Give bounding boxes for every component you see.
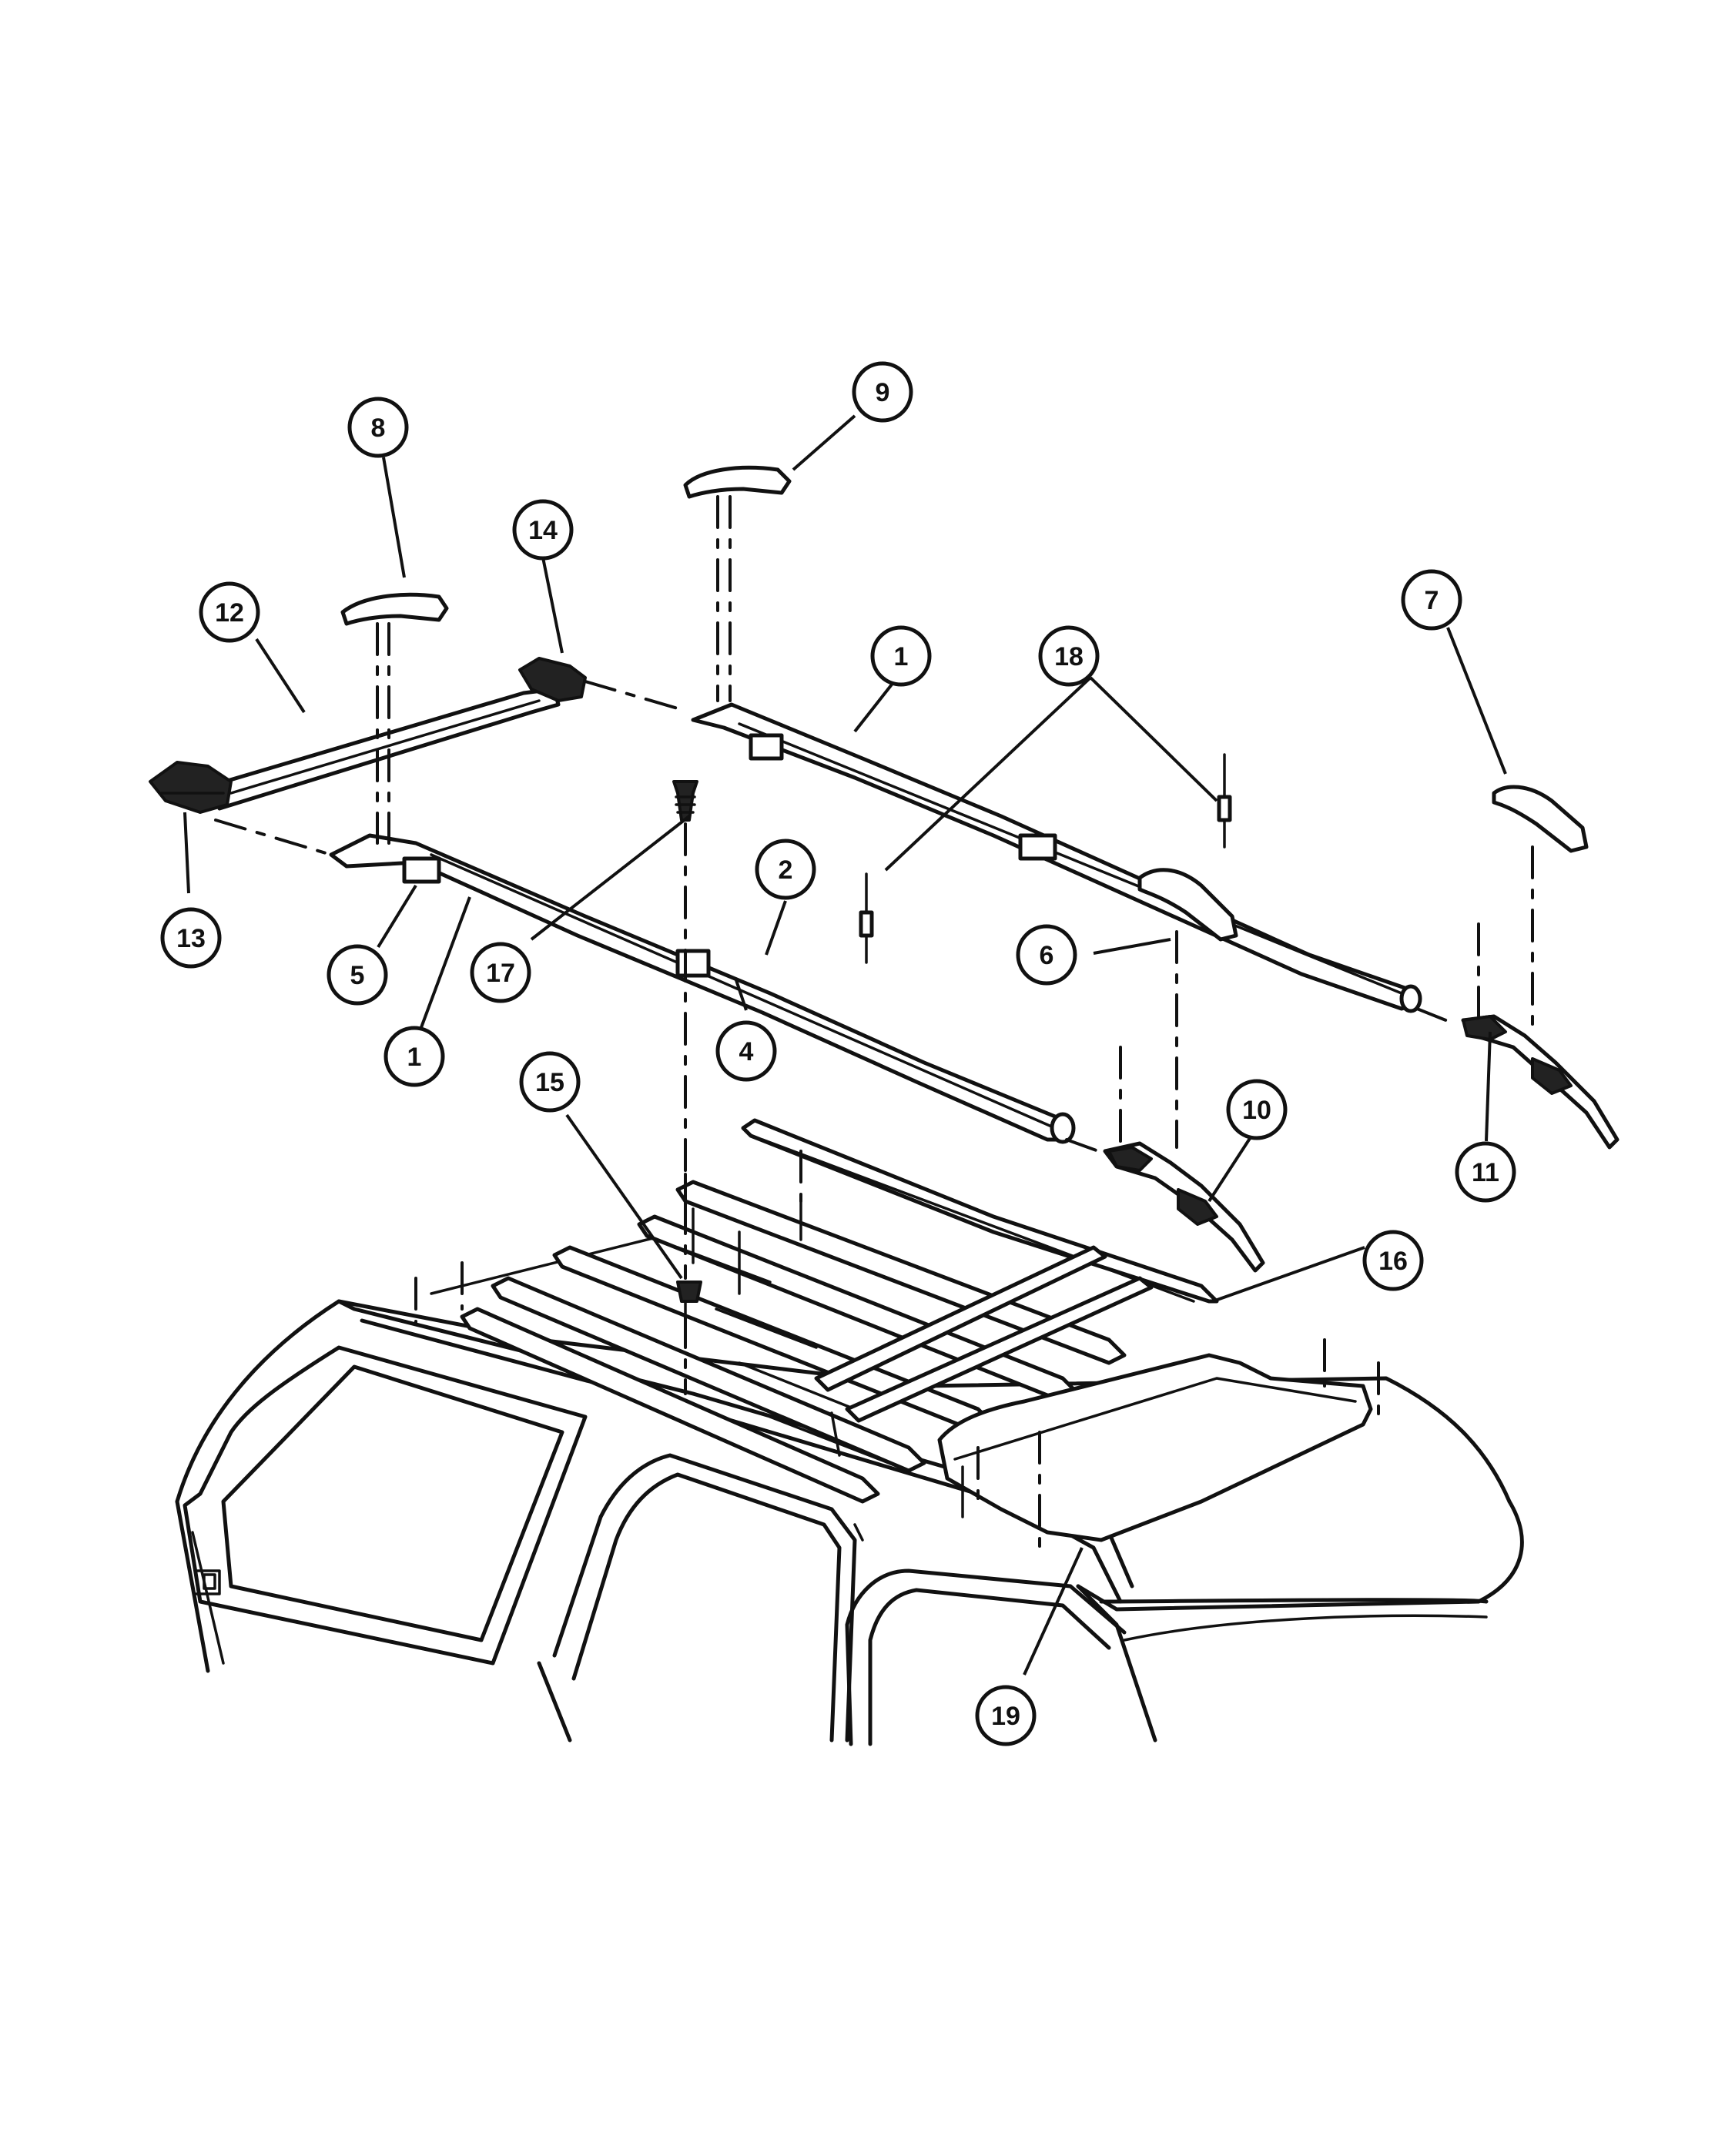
callout-label: 15 [535,1068,564,1097]
callout-label: 9 [876,378,890,407]
callout-label: 14 [528,516,558,545]
leader-lines [183,414,1507,1676]
callout-label: 4 [739,1037,754,1066]
callout-18: 18 [1038,625,1100,687]
callout-label: 11 [1472,1158,1499,1187]
crossbar [149,657,1457,1157]
callout-label: 7 [1425,586,1439,615]
fasteners [672,753,1232,1395]
callout-label: 1 [894,642,909,671]
callout-8: 8 [347,397,409,458]
callout-14: 14 [512,499,574,561]
roof-rails [329,702,1422,1144]
callout-label: 5 [350,961,365,990]
callout-9: 9 [852,361,913,423]
callout-label: 19 [991,1702,1020,1731]
callout-12: 12 [199,581,260,643]
callout-label: 13 [176,924,206,953]
callout-label: 6 [1040,941,1054,970]
end-covers [340,465,1589,942]
callout-6: 6 [1016,924,1077,986]
roof-slat-assembly [414,1118,1380,1549]
callout-5: 5 [327,944,388,1006]
callout-label: 16 [1378,1247,1408,1276]
callout-19: 19 [975,1685,1037,1746]
callout-7: 7 [1401,569,1462,631]
callout-label: 8 [371,413,386,443]
callout-label: 18 [1054,642,1084,671]
callout-label: 1 [407,1043,422,1072]
callout-11: 11 [1455,1141,1516,1203]
alignment-lines [376,495,1534,1149]
rail-end-supports [1103,1014,1619,1273]
callout-label: 10 [1242,1096,1271,1125]
callout-13: 13 [160,907,222,969]
callout-15: 15 [519,1051,581,1113]
callout-label: 2 [779,855,793,885]
callout-4: 4 [715,1020,777,1082]
callout-label: 12 [215,598,244,628]
callout-16: 16 [1362,1230,1424,1291]
callout-10: 10 [1226,1079,1288,1140]
callout-17: 17 [470,942,531,1003]
callout-1-upper: 1 [870,625,932,687]
callout-label: 17 [486,959,515,988]
callout-1-lower: 1 [384,1026,445,1087]
callout-2: 2 [755,839,816,900]
